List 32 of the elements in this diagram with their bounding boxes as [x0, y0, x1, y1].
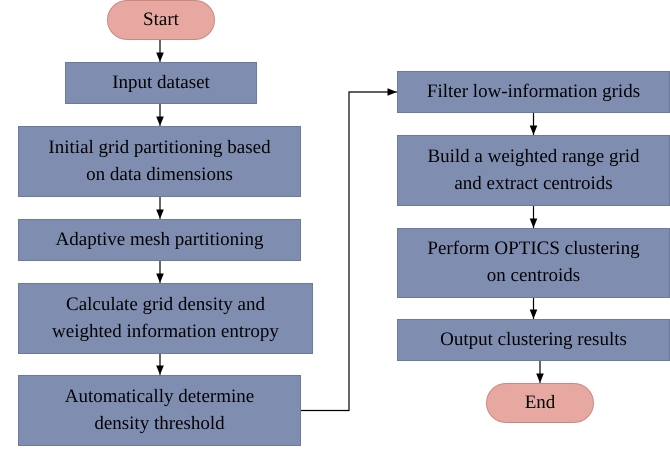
node-label: End: [524, 390, 556, 415]
node-label: Calculate grid density and weighted information entropy: [51, 292, 280, 344]
arrow: [530, 113, 538, 135]
node-label: Automatically determine density threshold: [64, 384, 256, 436]
process-box: [18, 126, 301, 197]
process-box: [65, 62, 257, 104]
process-box: [18, 219, 301, 261]
process-box: [18, 283, 313, 354]
process-box: [397, 228, 670, 298]
node-label: Input dataset: [112, 70, 210, 95]
arrow: [530, 298, 538, 319]
node-label: Build a weighted range grid and extract centroids: [426, 144, 641, 196]
node-label: Adaptive mesh partitioning: [56, 228, 264, 252]
terminal-pill: [107, 0, 215, 40]
process-box: [397, 319, 670, 361]
arrow: [156, 40, 164, 62]
arrow: [156, 261, 164, 283]
process-box: [397, 135, 670, 206]
arrow: [536, 361, 544, 383]
arrow: [530, 206, 538, 228]
process-box: [397, 71, 670, 113]
arrow: [156, 104, 164, 126]
terminal-pill: [486, 383, 594, 423]
node-label: Filter low-information grids: [426, 80, 640, 104]
arrow: [301, 88, 397, 412]
node-label: Start: [143, 8, 179, 32]
arrow: [156, 197, 164, 219]
arrow: [156, 354, 164, 375]
node-label: Output clustering results: [440, 328, 627, 352]
process-box: [18, 375, 301, 446]
node-label: Perform OPTICS clustering on centroids: [426, 237, 641, 288]
node-label: Initial grid partitioning based on data dimensions: [47, 136, 272, 186]
